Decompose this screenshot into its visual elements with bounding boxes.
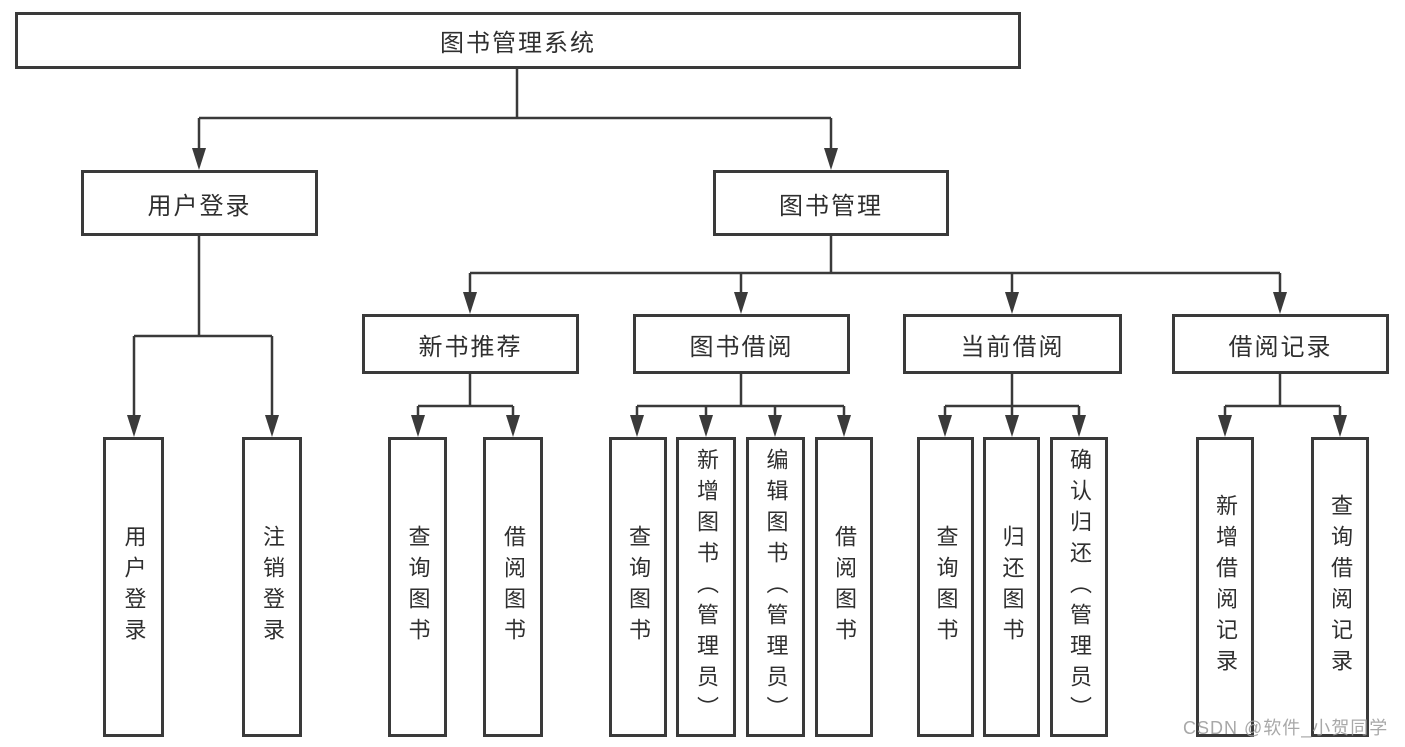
leaf-current-query-books-label: 查询图书 [933,525,959,649]
node-root-label: 图书管理系统 [440,30,596,57]
leaf-query-borrow-record: 查询借阅记录 [1311,437,1369,737]
leaf-current-query-books: 查询图书 [917,437,974,737]
node-book-borrow-label: 图书借阅 [689,333,794,361]
node-borrow-records: 借阅记录 [1172,314,1389,374]
leaf-logout-label: 注销登录 [260,525,285,649]
leaf-borrow-query-books-label: 查询图书 [626,525,651,649]
leaf-add-book-admin-label: 新增图书（管理员） [694,447,719,727]
leaf-borrow-books-label: 借阅图书 [832,525,857,649]
leaf-return-book: 归还图书 [983,437,1040,737]
node-root: 图书管理系统 [15,12,1021,69]
leaf-add-borrow-record: 新增借阅记录 [1196,437,1254,737]
watermark-text: CSDN @软件_小贺同学 [1183,718,1389,738]
node-user-login-label: 用户登录 [147,192,252,220]
leaf-recommend-borrow-books: 借阅图书 [483,437,543,737]
watermark: CSDN @软件_小贺同学 [1183,714,1388,740]
leaf-query-borrow-record-label: 查询借阅记录 [1328,494,1353,680]
node-book-management: 图书管理 [713,170,949,236]
leaf-confirm-return-admin: 确认归还（管理员） [1050,437,1108,737]
leaf-borrow-books: 借阅图书 [815,437,873,737]
node-borrow-records-label: 借阅记录 [1228,333,1333,361]
node-new-book-recommend: 新书推荐 [362,314,579,374]
leaf-recommend-query-books-label: 查询图书 [405,525,431,649]
node-current-borrow: 当前借阅 [903,314,1122,374]
node-book-borrow: 图书借阅 [633,314,850,374]
node-current-borrow-label: 当前借阅 [960,333,1065,361]
leaf-logout: 注销登录 [242,437,302,737]
leaf-recommend-borrow-books-label: 借阅图书 [501,525,526,649]
leaf-user-login-label: 用户登录 [121,525,147,649]
leaf-borrow-query-books: 查询图书 [609,437,667,737]
leaf-confirm-return-admin-label: 确认归还（管理员） [1067,447,1092,727]
leaf-recommend-query-books: 查询图书 [388,437,447,737]
leaf-add-book-admin: 新增图书（管理员） [676,437,736,737]
node-new-book-recommend-label: 新书推荐 [418,333,523,361]
leaf-edit-book-admin-label: 编辑图书（管理员） [763,447,789,727]
leaf-add-borrow-record-label: 新增借阅记录 [1213,494,1238,680]
node-book-management-label: 图书管理 [779,192,883,220]
node-user-login: 用户登录 [81,170,318,236]
leaf-user-login: 用户登录 [103,437,164,737]
leaf-edit-book-admin: 编辑图书（管理员） [746,437,805,737]
leaf-return-book-label: 归还图书 [999,525,1025,649]
